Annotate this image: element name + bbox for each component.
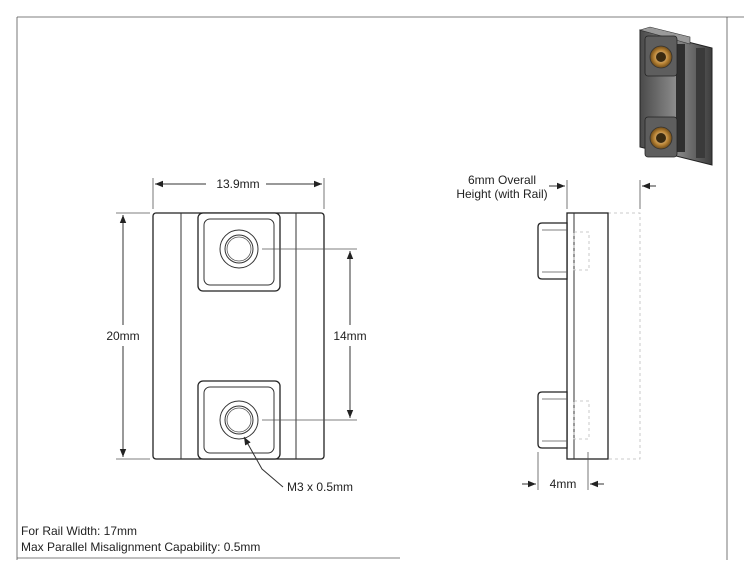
isometric-render [638,26,713,166]
height-dimension-label: 20mm [106,329,139,343]
hole-spacing-label: 14mm [333,329,366,343]
boss-width-dimension: 4mm [522,452,604,491]
rail-phantom-outline [607,212,641,460]
overall-height-label-line1: 6mm Overall [468,173,536,187]
side-plate [566,212,609,460]
side-view [537,212,641,460]
width-dimension: 13.9mm [152,177,325,209]
width-dimension-label: 13.9mm [216,177,259,191]
overall-height-dimension: 6mm Overall Height (with Rail) [456,173,656,209]
boss-width-label: 4mm [550,477,577,491]
misalignment-note: Max Parallel Misalignment Capability: 0.… [21,540,261,554]
front-view [152,212,325,460]
hole-spacing-dimension: 14mm [262,248,367,421]
height-dimension: 20mm [106,212,150,460]
rail-width-note: For Rail Width: 17mm [21,524,138,538]
upper-nut-pocket [197,212,281,292]
overall-height-label-line2: Height (with Rail) [456,187,547,201]
upper-boss [537,222,590,280]
drawing-frame [16,16,744,560]
thread-callout: M3 x 0.5mm [243,436,353,494]
lower-boss [537,391,590,449]
thread-callout-label: M3 x 0.5mm [287,480,353,494]
